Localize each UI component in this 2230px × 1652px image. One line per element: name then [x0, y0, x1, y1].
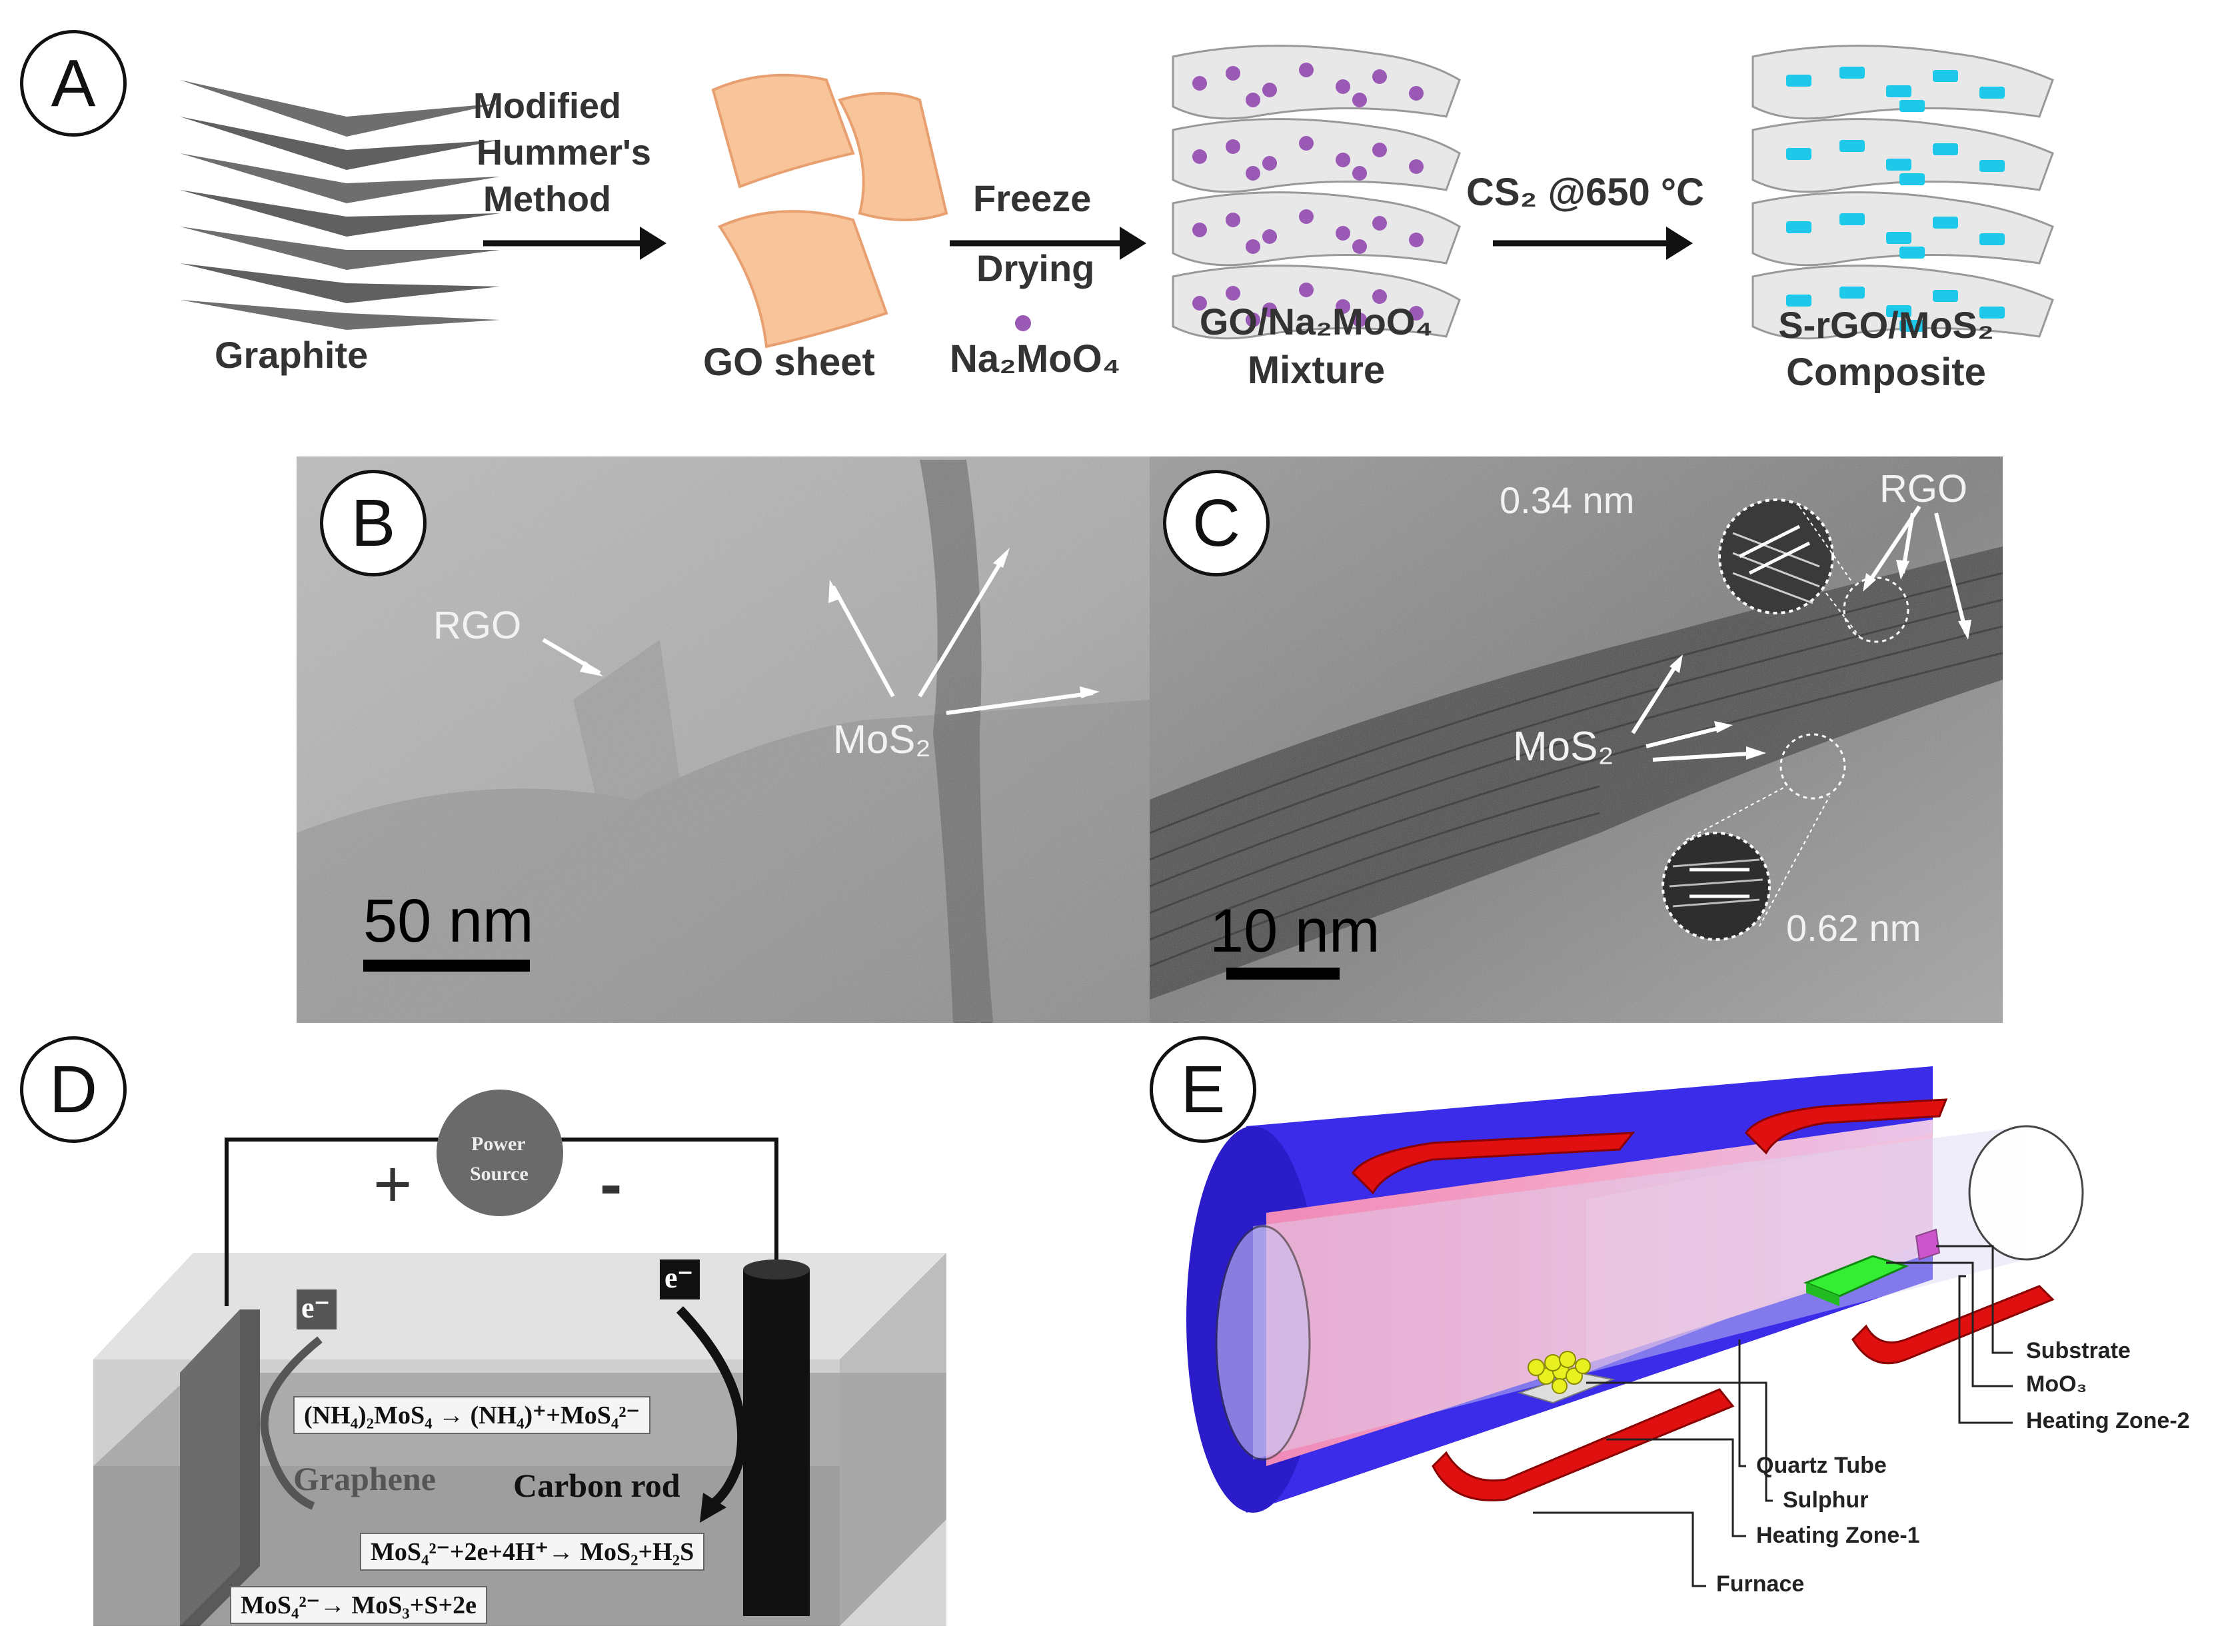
arrow2-label-line1: Freeze [973, 177, 1092, 219]
carbon-rod [743, 1269, 810, 1616]
electron-box-left [297, 1289, 337, 1329]
equation-1: (NH₄)₂MoS₄ → (NH₄)⁺+MoS₄²⁻ [293, 1396, 650, 1434]
plus-sign: + [373, 1147, 413, 1222]
power-source-icon [437, 1090, 563, 1216]
composite-label-line2: Composite [1786, 351, 1986, 394]
composite-sheets-icon [1751, 45, 2054, 340]
legend-sulphur: Sulphur [1783, 1487, 1869, 1513]
sulphur-icon [1528, 1351, 1591, 1394]
heater-top-1 [1352, 1132, 1636, 1195]
legend-quartz-tube: Quartz Tube [1756, 1453, 1887, 1478]
power-source-label-line2: Source [470, 1163, 529, 1185]
legend-substrate: Substrate [2026, 1338, 2131, 1363]
arrow3-label: CS₂ @650 °C [1466, 171, 1704, 214]
graphite-label: Graphite [215, 334, 369, 376]
precursor-label: Na₂MoO₄ [950, 337, 1121, 381]
tem-c-mos2-label: MoS₂ [1513, 724, 1614, 770]
tem-b-mos2-label: MoS₂ [833, 717, 931, 762]
scale-bar-c-label: 10 nm [1210, 897, 1380, 965]
carbon-rod-label: Carbon rod [513, 1467, 680, 1504]
electron-box-right [660, 1259, 700, 1299]
quartz-tube [1253, 1126, 2026, 1459]
tem-c-spacing1-label: 0.34 nm [1500, 479, 1635, 521]
tem-b-rgo-label: RGO [433, 604, 522, 647]
mixture-label-line2: Mixture [1247, 349, 1386, 392]
composite-label-line1: S-rGO/MoS₂ [1778, 304, 1994, 346]
legend-heating-zone-1: Heating Zone-1 [1756, 1523, 1920, 1548]
legend-moo3: MoO₃ [2026, 1371, 2087, 1397]
arrow2-label-line2: Drying [976, 247, 1095, 289]
graphite-icon [180, 80, 500, 330]
panel-b-label: B [320, 470, 427, 576]
graphene-label: Graphene [293, 1460, 436, 1497]
mixture-label-line1: GO/Na₂MoO₄ [1199, 301, 1434, 343]
heater-bottom-1 [1432, 1388, 1735, 1501]
panel-c-label: C [1163, 470, 1270, 576]
tem-image-c [1150, 456, 2003, 1023]
electron-right-label: e⁻ [664, 1261, 693, 1294]
panel-d-label: D [20, 1036, 127, 1143]
panel-a-label: A [20, 30, 127, 137]
tem-c-spacing2-label: 0.62 nm [1786, 907, 1921, 949]
panel-e-label: E [1150, 1036, 1256, 1143]
scale-bar-b-label: 50 nm [363, 887, 534, 955]
go-sheet-icon [711, 73, 948, 349]
heater-bottom-2 [1851, 1285, 2055, 1365]
arrow1-label-line1: Modified [473, 86, 621, 126]
equation-2: MoS₄²⁻+2e+4H⁺→ MoS₂+H₂S [360, 1533, 705, 1571]
power-source-label-line1: Power [471, 1133, 526, 1155]
tem-image-b [297, 456, 1150, 1023]
legend-furnace: Furnace [1716, 1571, 1805, 1597]
go-sheet-label: GO sheet [703, 341, 875, 384]
legend-heating-zone-2: Heating Zone-2 [2026, 1408, 2190, 1433]
na2moo4-particle-icon [1015, 315, 1031, 331]
arrow1-label-line2: Hummer's [477, 133, 651, 173]
electron-left-label: e⁻ [301, 1291, 330, 1324]
heater-top-2 [1745, 1098, 1948, 1155]
equation-3: MoS₄²⁻→ MoS₃+S+2e [230, 1586, 488, 1624]
tem-c-rgo-label: RGO [1879, 467, 1968, 510]
mixture-sheets-icon [1172, 45, 1461, 340]
minus-sign: - [600, 1147, 622, 1222]
arrow1-label-line3: Method [483, 179, 611, 219]
substrate-icon [1915, 1228, 1941, 1261]
